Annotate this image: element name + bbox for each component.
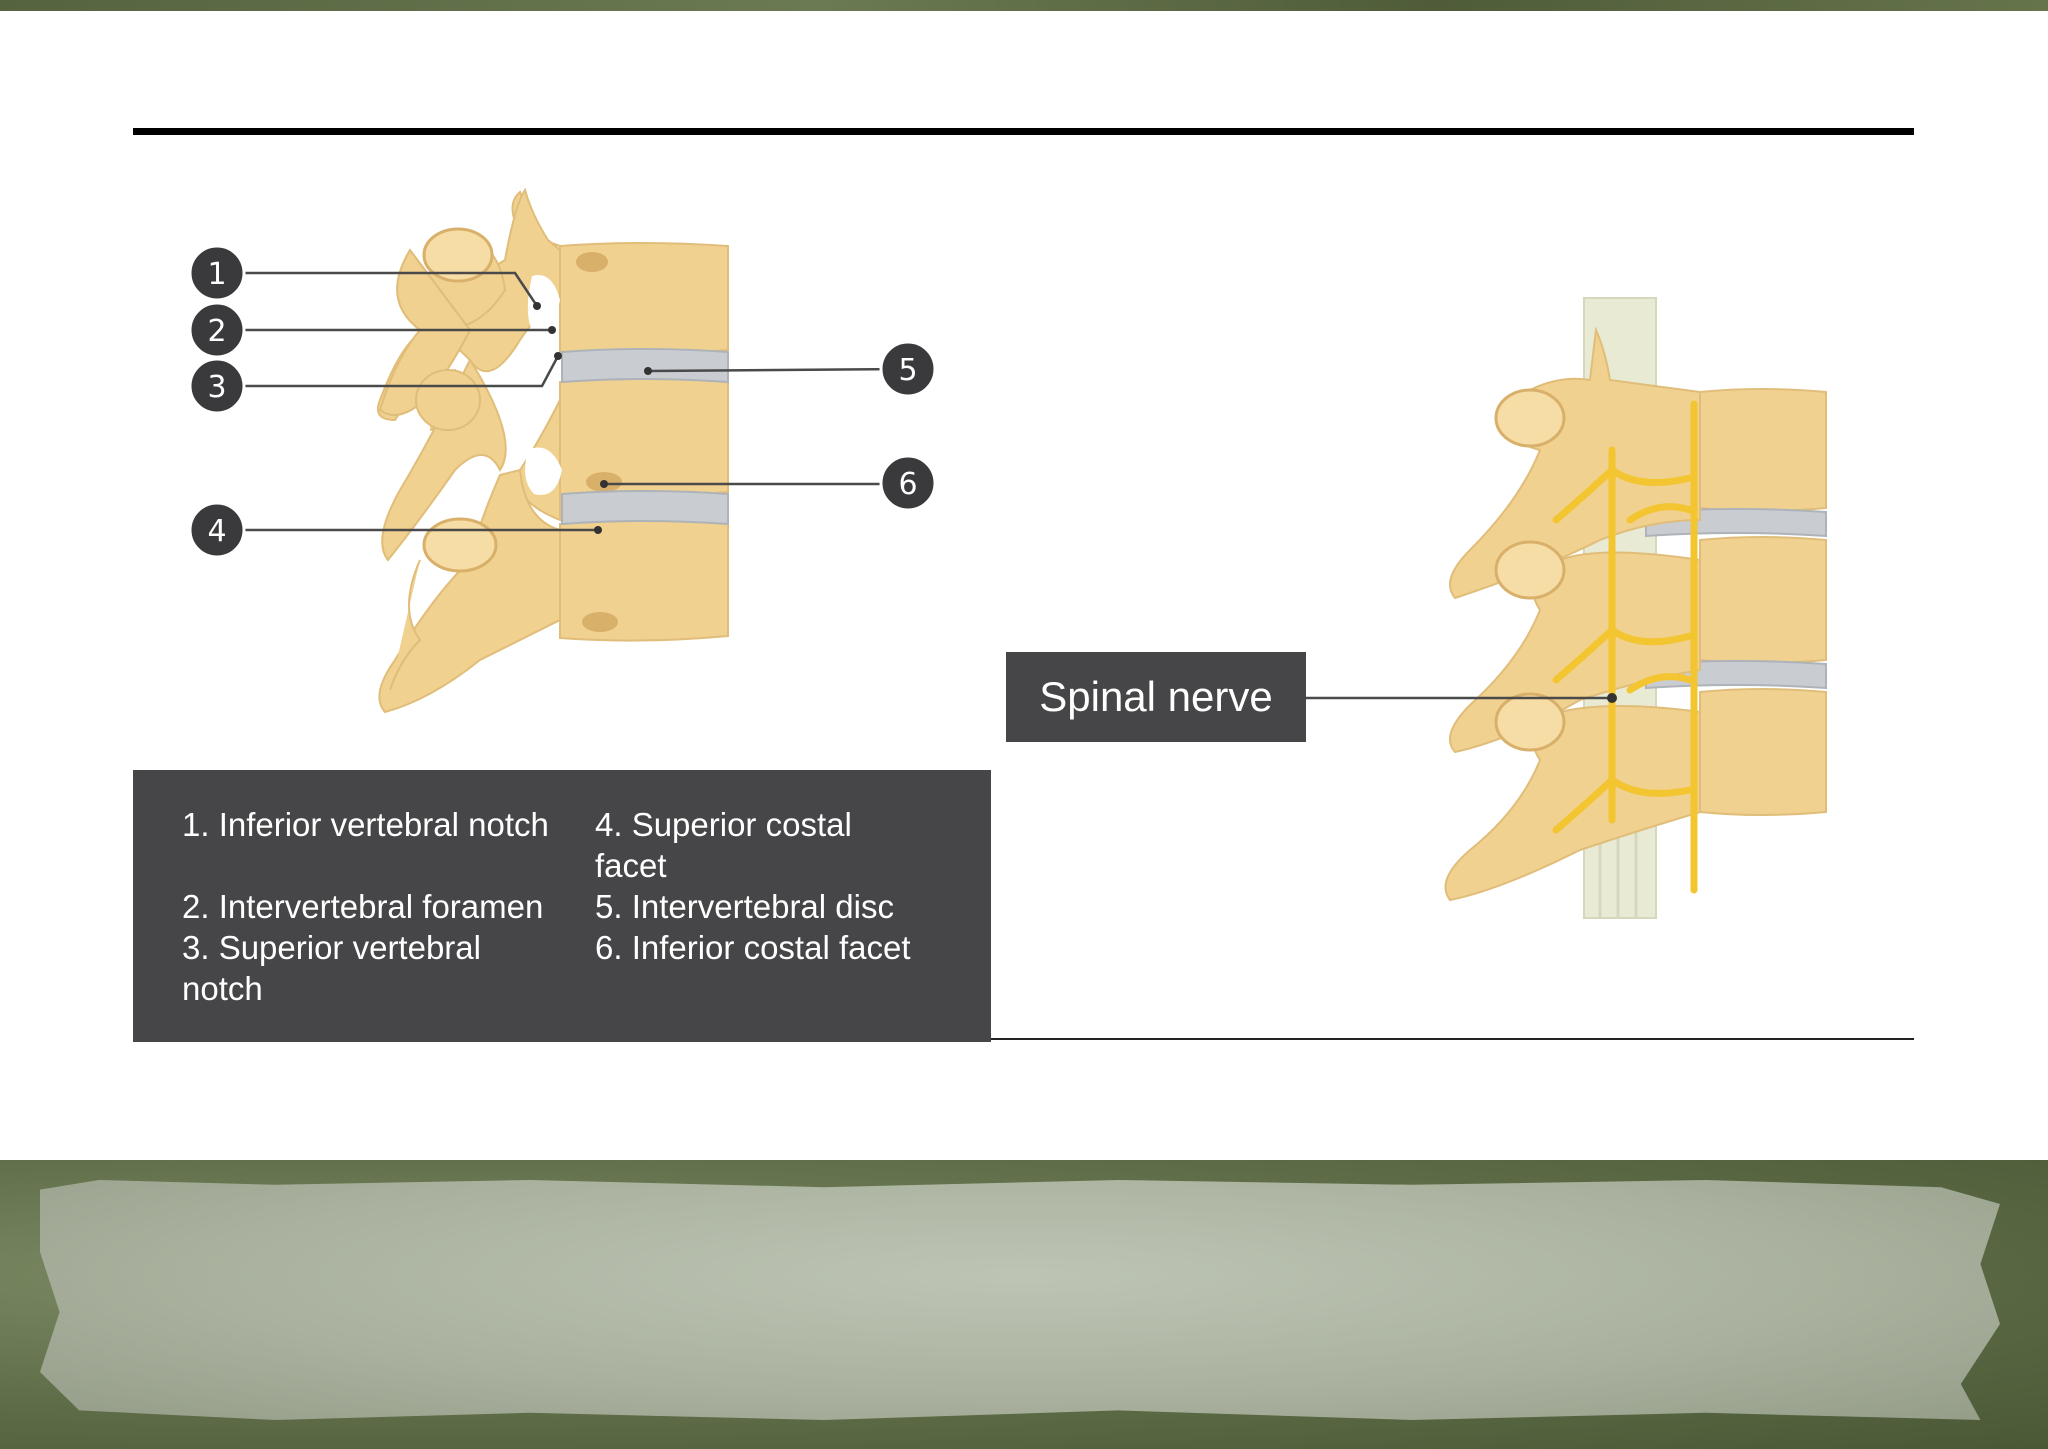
torn-paper-decoration bbox=[40, 1180, 2000, 1420]
marker-6: 6 bbox=[879, 454, 937, 512]
marker-2: 2 bbox=[188, 301, 246, 359]
legend-item-4: 4. Superior costal facet bbox=[595, 806, 852, 884]
title-rule bbox=[133, 128, 1914, 135]
legend-item-3: 3. Superior vertebral notch bbox=[182, 929, 481, 1007]
legend-item-6: 6. Inferior costal facet bbox=[595, 929, 911, 966]
marker-3-text: 3 bbox=[207, 370, 226, 405]
marker-4-text: 4 bbox=[207, 514, 226, 549]
intervertebral-foramen-lower bbox=[525, 447, 562, 495]
intervertebral-disc-upper bbox=[561, 348, 729, 384]
marker-1: 1 bbox=[188, 244, 246, 302]
left-vertebrae-illustration bbox=[376, 187, 729, 714]
marker-5-text: 5 bbox=[898, 353, 917, 388]
marker-5: 5 bbox=[879, 340, 937, 398]
intervertebral-foramen-upper bbox=[527, 275, 560, 337]
leader-lines bbox=[217, 271, 909, 532]
spinal-nerves bbox=[1552, 400, 1698, 894]
marker-4: 4 bbox=[188, 501, 246, 559]
right-vertebrae-illustration bbox=[1444, 297, 1827, 919]
marker-3: 3 bbox=[188, 357, 246, 415]
legend-item-1: 1. Inferior vertebral notch bbox=[182, 806, 549, 843]
marker-1-text: 1 bbox=[207, 257, 226, 292]
marker-2-text: 2 bbox=[207, 314, 226, 349]
bottom-rule bbox=[990, 1038, 1914, 1040]
legend-box: 1. Inferior vertebral notch 2. Intervert… bbox=[133, 770, 991, 1042]
intervertebral-disc-lower bbox=[561, 490, 729, 526]
spinal-nerve-label: Spinal nerve bbox=[1006, 652, 1306, 742]
vertebral-body-middle bbox=[559, 378, 729, 498]
legend-item-5: 5. Intervertebral disc bbox=[595, 888, 894, 925]
legend-item-2: 2. Intervertebral foramen bbox=[182, 888, 544, 925]
marker-6-text: 6 bbox=[898, 467, 917, 502]
top-texture-strip bbox=[0, 0, 2048, 11]
